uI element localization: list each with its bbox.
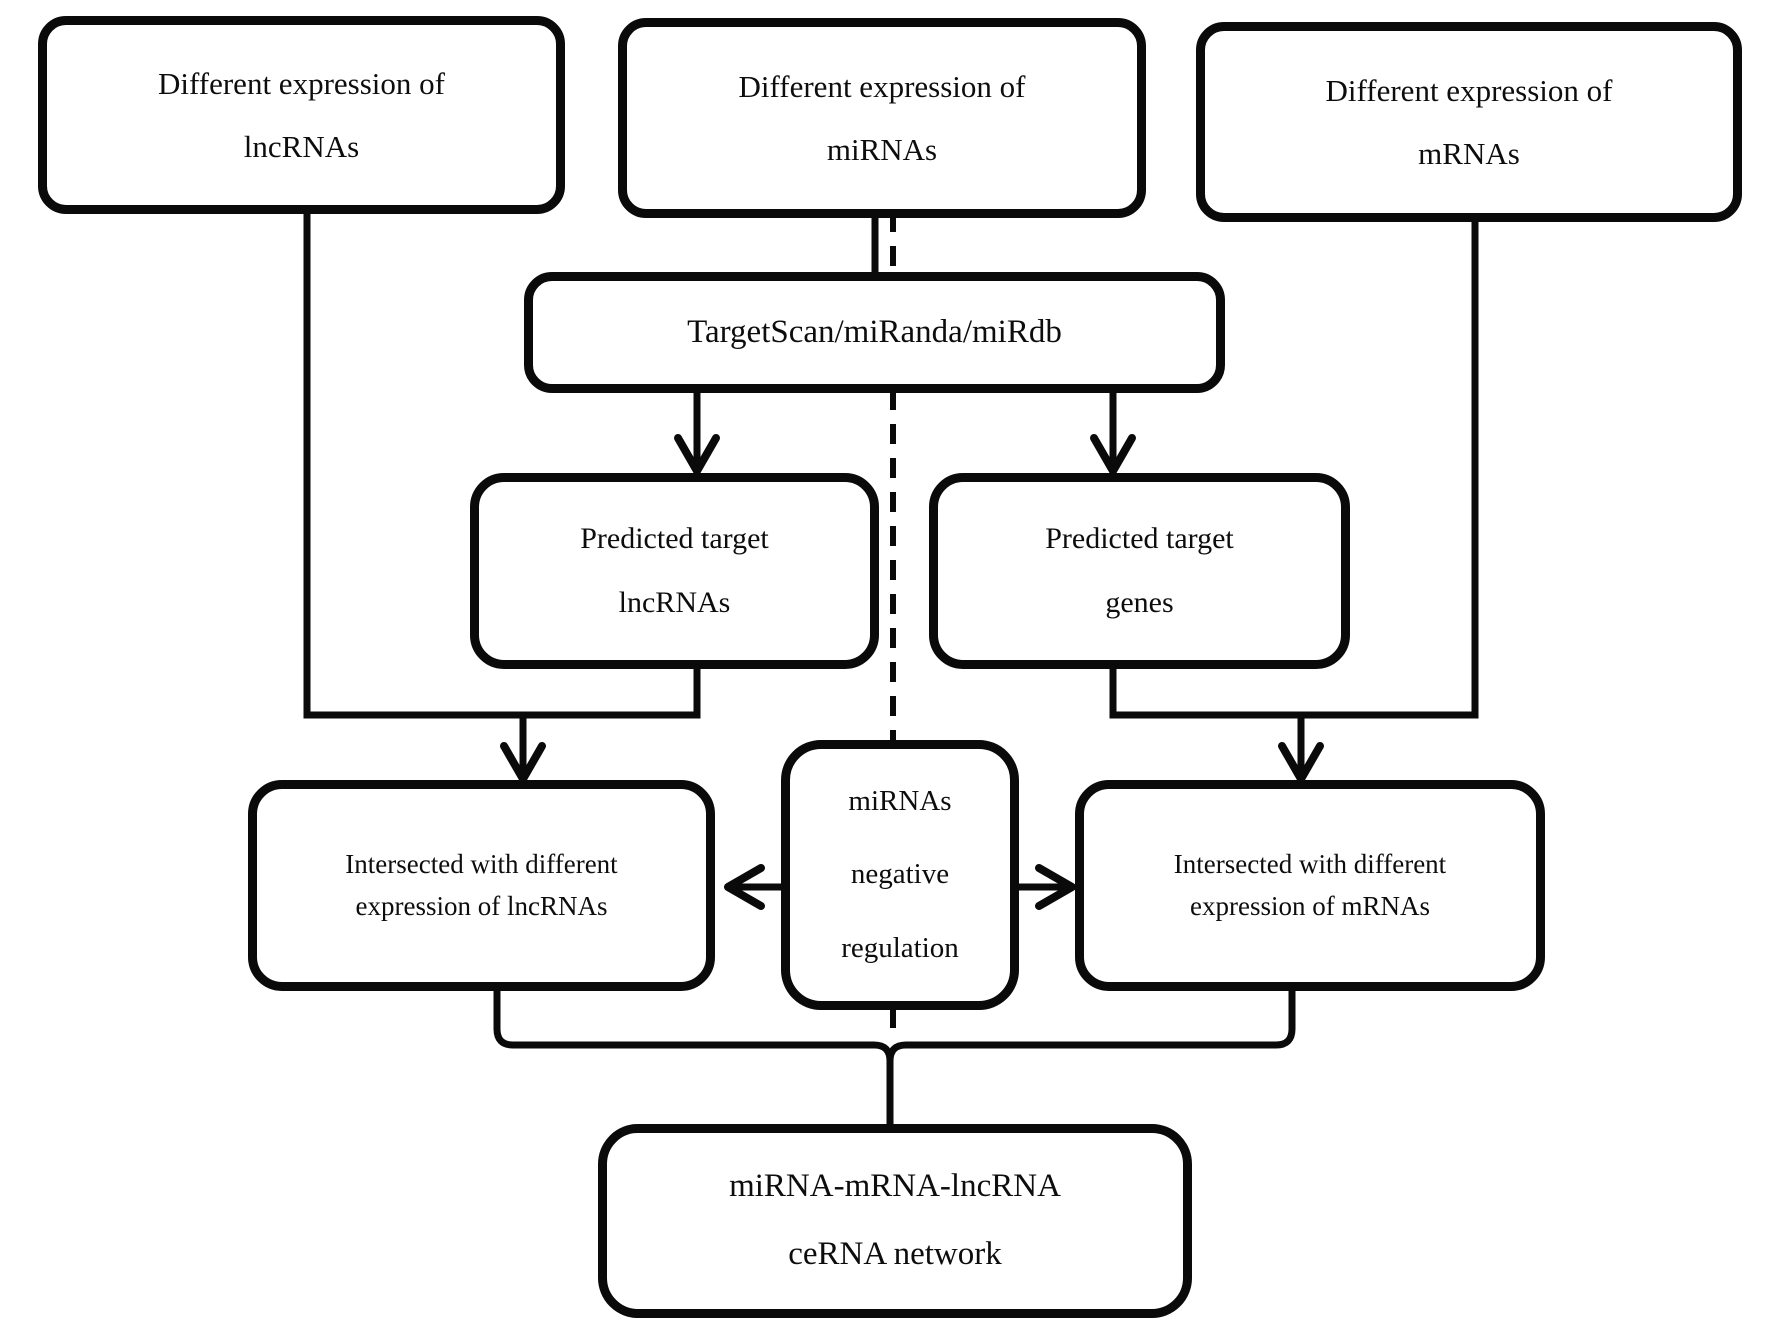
node-text-line: lncRNAs bbox=[618, 586, 731, 619]
arrowhead-down-icon bbox=[1090, 434, 1136, 475]
node-intersected-mrnas: Intersected with different expression of… bbox=[1075, 780, 1545, 991]
node-predicted-target-genes: Predicted target genes bbox=[929, 473, 1350, 669]
node-text-line: Intersected with different bbox=[1173, 849, 1447, 880]
node-text-line: miRNA-mRNA-lncRNA bbox=[729, 1168, 1061, 1205]
arrowhead-right-icon bbox=[1035, 864, 1076, 910]
node-text-line: expression of lncRNAs bbox=[355, 890, 608, 921]
arrowhead-down-icon bbox=[674, 434, 720, 475]
merge-line-right bbox=[886, 986, 1296, 1062]
node-text-line: Intersected with different bbox=[345, 849, 618, 880]
connector-mrna-join-line bbox=[1109, 218, 1479, 719]
node-text-line: negative bbox=[850, 858, 950, 891]
node-text-line: miRNAs bbox=[848, 784, 952, 817]
node-text-line: Predicted target bbox=[580, 521, 769, 555]
node-text-line: Different expression of bbox=[158, 65, 445, 101]
node-text-line: lncRNAs bbox=[243, 128, 360, 164]
node-text-line: miRNAs bbox=[826, 131, 938, 167]
node-text-line: ceRNA network bbox=[788, 1236, 1002, 1272]
connector-lncrna-join-line bbox=[303, 205, 701, 719]
node-text-line: mRNAs bbox=[1418, 135, 1520, 171]
node-targetscan-miranda-mirdb: TargetScan/miRanda/miRdb bbox=[524, 272, 1225, 393]
node-diff-expression-lncrnas: Different expression of lncRNAs bbox=[38, 16, 565, 214]
node-text-line: Different expression of bbox=[738, 68, 1026, 104]
node-cerna-network: miRNA-mRNA-lncRNA ceRNA network bbox=[598, 1124, 1192, 1318]
arrowhead-left-icon bbox=[724, 864, 765, 910]
arrowhead-down-icon bbox=[500, 742, 546, 783]
node-predicted-target-lncrnas: Predicted target lncRNAs bbox=[470, 473, 879, 669]
node-text-line: Different expression of bbox=[1325, 72, 1613, 108]
node-text-line: expression of mRNAs bbox=[1190, 890, 1430, 921]
node-intersected-lncrnas: Intersected with different expression of… bbox=[248, 780, 715, 991]
arrowhead-down-icon bbox=[1278, 742, 1324, 783]
node-diff-expression-mirnas: Different expression of miRNAs bbox=[618, 18, 1146, 218]
node-text-line: genes bbox=[1105, 586, 1174, 619]
node-text-line: TargetScan/miRanda/miRdb bbox=[687, 313, 1062, 350]
node-text-line: regulation bbox=[841, 931, 959, 964]
node-diff-expression-mrnas: Different expression of mRNAs bbox=[1196, 22, 1742, 222]
node-mirnas-negative-regulation: miRNAs negative regulation bbox=[781, 740, 1019, 1010]
node-text-line: Predicted target bbox=[1045, 521, 1234, 555]
